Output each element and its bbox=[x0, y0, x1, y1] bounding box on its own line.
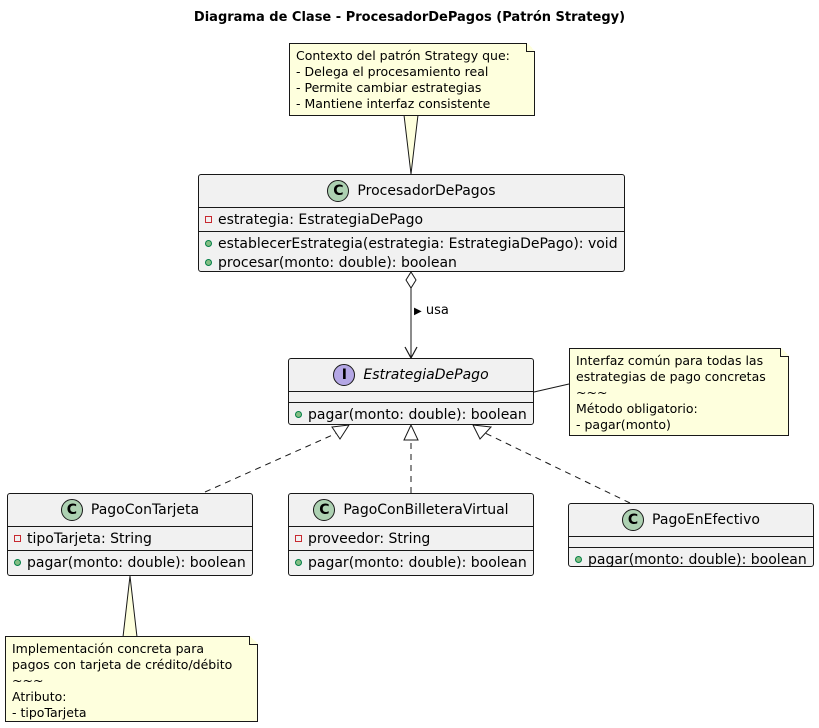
uses-label-text: usa bbox=[425, 303, 449, 318]
method-text: pagar(monto: double): boolean bbox=[27, 554, 246, 571]
class-pago-en-efectivo[interactable]: C PagoEnEfectivo pagar(monto: double): b… bbox=[568, 503, 814, 568]
note-line: estrategias de pago concretas bbox=[576, 369, 766, 384]
note-line: ~~~ bbox=[576, 385, 608, 400]
private-visibility-icon bbox=[14, 535, 21, 542]
context-note-connector bbox=[403, 114, 419, 175]
method-row: establecerEstrategia(estrategia: Estrate… bbox=[205, 234, 618, 253]
public-visibility-icon bbox=[205, 259, 212, 266]
fields-section bbox=[569, 537, 813, 548]
class-header: C PagoEnEfectivo bbox=[569, 504, 813, 537]
interface-icon: I bbox=[333, 364, 356, 386]
uses-label: ▶ usa bbox=[414, 303, 449, 318]
method-row: pagar(monto: double): boolean bbox=[295, 553, 527, 572]
method-text: pagar(monto: double): boolean bbox=[308, 554, 527, 571]
class-icon: C bbox=[622, 509, 645, 531]
realization-arrow-tarjeta bbox=[331, 424, 350, 440]
fields-section: tipoTarjeta: String bbox=[8, 527, 252, 551]
field-text: proveedor: String bbox=[308, 530, 431, 547]
note-line: - Delega el procesamiento real bbox=[296, 64, 489, 79]
public-visibility-icon bbox=[295, 559, 302, 566]
public-visibility-icon bbox=[295, 411, 302, 418]
note-line: Contexto del patrón Strategy que: bbox=[296, 48, 510, 63]
method-row: procesar(monto: double): boolean bbox=[205, 253, 618, 272]
class-name: PagoConTarjeta bbox=[90, 502, 200, 518]
note-line: - Mantiene interfaz consistente bbox=[296, 96, 491, 111]
realization-arrow-efectivo bbox=[472, 424, 493, 440]
fields-section: estrategia: EstrategiaDePago bbox=[199, 208, 624, 232]
interface-note: Interfaz común para todas las estrategia… bbox=[569, 348, 789, 436]
context-note: Contexto del patrón Strategy que: - Dele… bbox=[289, 43, 535, 116]
realization-arrow-billetera bbox=[403, 423, 419, 441]
note-line: - Permite cambiar estrategias bbox=[296, 80, 482, 95]
note-line: Atributo: bbox=[12, 689, 67, 704]
note-line: Método obligatorio: bbox=[576, 401, 698, 416]
methods-section: establecerEstrategia(estrategia: Estrate… bbox=[199, 232, 624, 274]
field-row: proveedor: String bbox=[295, 529, 527, 548]
fields-section: proveedor: String bbox=[289, 527, 533, 551]
class-header: C PagoConBilleteraVirtual bbox=[289, 494, 533, 527]
class-pago-con-billetera-virtual[interactable]: C PagoConBilleteraVirtual proveedor: Str… bbox=[288, 493, 534, 576]
note-line: pagos con tarjeta de crédito/débito bbox=[12, 657, 233, 672]
note-line: - tipoTarjeta bbox=[12, 705, 87, 720]
field-text: tipoTarjeta: String bbox=[27, 530, 152, 547]
private-visibility-icon bbox=[205, 216, 212, 223]
interface-estrategia-de-pago[interactable]: I EstrategiaDePago pagar(monto: double):… bbox=[288, 358, 534, 425]
private-visibility-icon bbox=[295, 535, 302, 542]
card-note: Implementación concreta para pagos con t… bbox=[5, 636, 258, 722]
class-procesador-de-pagos[interactable]: C ProcesadorDePagos estrategia: Estrateg… bbox=[198, 174, 625, 272]
methods-section: pagar(monto: double): boolean bbox=[289, 403, 533, 426]
field-row: tipoTarjeta: String bbox=[14, 529, 246, 548]
class-icon: C bbox=[327, 180, 350, 202]
method-row: pagar(monto: double): boolean bbox=[575, 550, 807, 569]
class-name: EstrategiaDePago bbox=[363, 367, 489, 383]
class-name: PagoEnEfectivo bbox=[652, 512, 760, 528]
diagram-title: Diagrama de Clase - ProcesadorDePagos (P… bbox=[193, 10, 626, 25]
field-text: estrategia: EstrategiaDePago bbox=[218, 211, 424, 228]
methods-section: pagar(monto: double): boolean bbox=[289, 551, 533, 574]
aggregation-diamond bbox=[405, 271, 417, 289]
class-name: PagoConBilleteraVirtual bbox=[343, 502, 509, 518]
class-icon: C bbox=[313, 499, 336, 521]
public-visibility-icon bbox=[14, 559, 21, 566]
method-row: pagar(monto: double): boolean bbox=[295, 405, 527, 424]
note-line: ~~~ bbox=[12, 673, 44, 688]
fields-section bbox=[289, 392, 533, 403]
class-icon: C bbox=[60, 499, 83, 521]
method-text: establecerEstrategia(estrategia: Estrate… bbox=[218, 235, 618, 252]
methods-section: pagar(monto: double): boolean bbox=[8, 551, 252, 574]
uses-arrow-icon: ▶ bbox=[414, 306, 422, 317]
realization-edge-tarjeta bbox=[204, 432, 338, 493]
class-header: C ProcesadorDePagos bbox=[199, 175, 624, 208]
method-text: procesar(monto: double): boolean bbox=[218, 254, 457, 271]
public-visibility-icon bbox=[205, 240, 212, 247]
methods-section: pagar(monto: double): boolean bbox=[569, 548, 813, 571]
class-pago-con-tarjeta[interactable]: C PagoConTarjeta tipoTarjeta: String pag… bbox=[7, 493, 253, 576]
card-note-connector bbox=[122, 575, 138, 638]
interface-note-connector bbox=[533, 383, 570, 393]
method-text: pagar(monto: double): boolean bbox=[308, 406, 527, 423]
class-header: C PagoConTarjeta bbox=[8, 494, 252, 527]
realization-edge-efectivo bbox=[484, 432, 631, 504]
note-line: Implementación concreta para bbox=[12, 641, 204, 656]
class-header: I EstrategiaDePago bbox=[289, 359, 533, 392]
public-visibility-icon bbox=[575, 556, 582, 563]
field-row: estrategia: EstrategiaDePago bbox=[205, 210, 618, 229]
note-line: Interfaz común para todas las bbox=[576, 353, 764, 368]
method-row: pagar(monto: double): boolean bbox=[14, 553, 246, 572]
method-text: pagar(monto: double): boolean bbox=[588, 551, 807, 568]
class-name: ProcesadorDePagos bbox=[357, 183, 496, 199]
note-line: - pagar(monto) bbox=[576, 417, 671, 432]
